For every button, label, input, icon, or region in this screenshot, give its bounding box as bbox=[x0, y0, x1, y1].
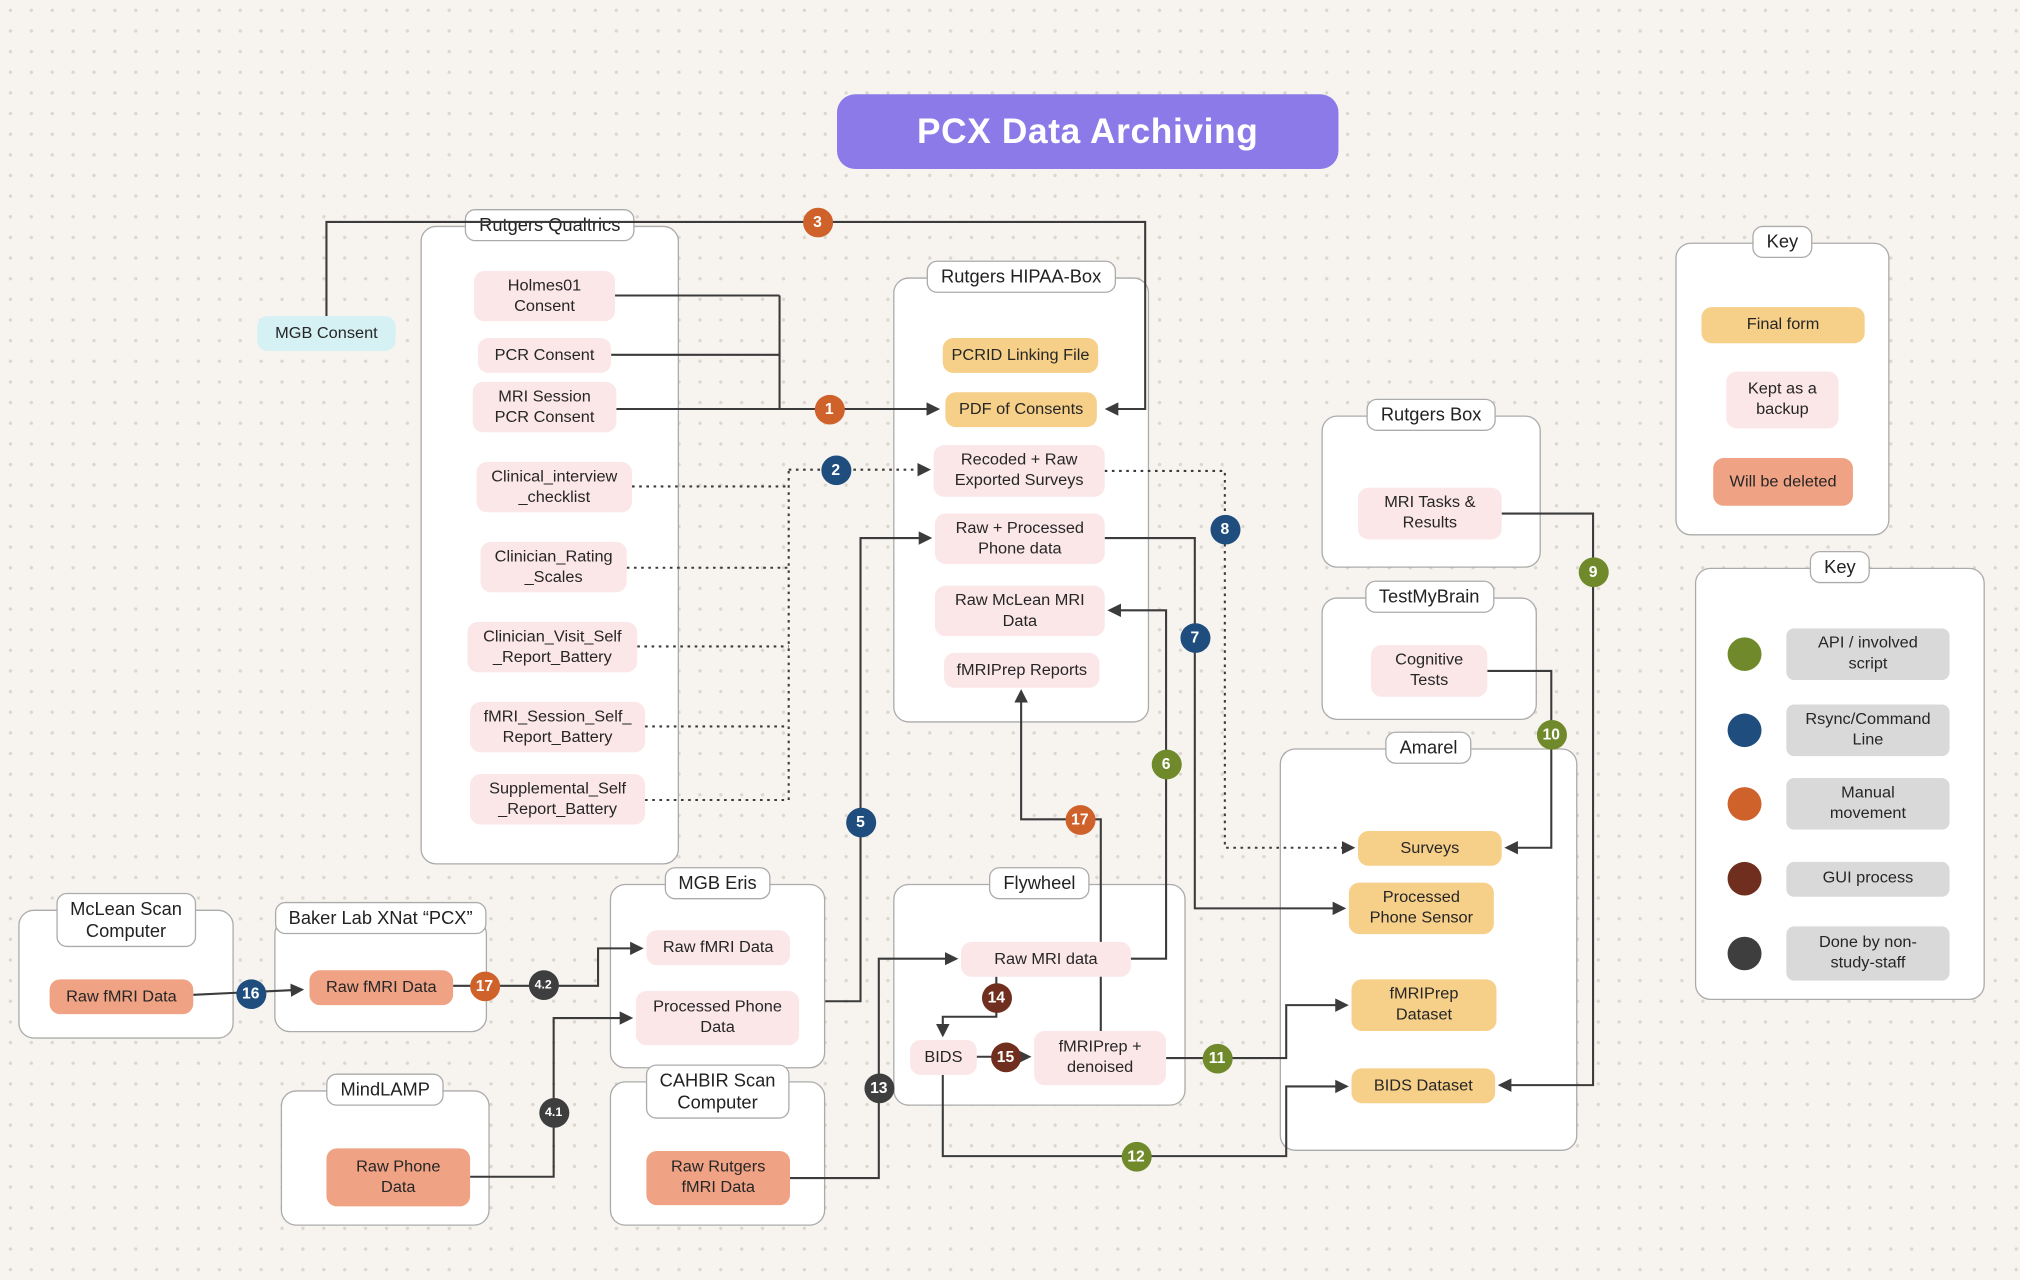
step-circle-s17a: 17 bbox=[469, 970, 500, 1001]
connector-17 bbox=[1487, 669, 1553, 855]
group-label-key-status: Key bbox=[1752, 225, 1813, 258]
node-raw-processed-phone-data: Raw + Processed Phone data bbox=[934, 513, 1105, 564]
connector-18 bbox=[1166, 998, 1349, 1060]
connector-16 bbox=[1497, 512, 1595, 1092]
node-clinician-visit-self-report-battery: Clinician_Visit_Self _Report_Battery bbox=[467, 621, 638, 673]
legend-rsync-command-line: Rsync/Command Line bbox=[1786, 704, 1950, 757]
step-circle-s8: 8 bbox=[1209, 514, 1240, 544]
step-circle-s16: 16 bbox=[235, 978, 266, 1009]
connector-19 bbox=[941, 1074, 1349, 1158]
connector-15 bbox=[1107, 603, 1168, 960]
connector-24 bbox=[453, 941, 644, 987]
node-supplemental-self-report-battery: Supplemental_Self _Report_Battery bbox=[470, 774, 646, 825]
node-flywheel-raw-mri: Raw MRI data bbox=[961, 941, 1131, 977]
step-circle-s11: 11 bbox=[1201, 1043, 1233, 1073]
legend-final-form: Final form bbox=[1701, 307, 1865, 344]
legend-api-involved-script: API / involved script bbox=[1786, 628, 1950, 680]
step-circle-s17b: 17 bbox=[1064, 804, 1095, 835]
node-flywheel-bids: BIDS bbox=[910, 1039, 977, 1075]
node-pdf-of-consents: PDF of Consents bbox=[945, 392, 1097, 428]
step-circle-s12: 12 bbox=[1121, 1141, 1152, 1171]
group-label-testmybrain: TestMyBrain bbox=[1364, 580, 1494, 613]
step-circle-s4-2: 4.2 bbox=[528, 969, 559, 1000]
group-label-cahbir-scan: CAHBIR Scan Computer bbox=[645, 1064, 790, 1119]
node-processed-phone-sensor: Processed Phone Sensor bbox=[1348, 882, 1494, 935]
group-label-key-process: Key bbox=[1809, 550, 1870, 583]
step-circle-s1: 1 bbox=[814, 394, 845, 424]
node-pcrid-linking-file: PCRID Linking File bbox=[942, 338, 1099, 373]
step-circle-s2: 2 bbox=[820, 454, 851, 485]
node-mri-tasks-results: MRI Tasks & Results bbox=[1358, 487, 1502, 540]
connector-0 bbox=[325, 220, 1147, 416]
page-title: PCX Data Archiving bbox=[837, 94, 1339, 170]
node-holmes01-consent: Holmes01 Consent bbox=[474, 270, 616, 322]
node-mgb-consent: MGB Consent bbox=[257, 316, 396, 351]
node-clinician-rating-scales: Clinician_Rating _Scales bbox=[480, 541, 627, 593]
group-label-mindlamp: MindLAMP bbox=[326, 1073, 445, 1106]
group-mclean-scan: McLean Scan Computer bbox=[18, 892, 234, 1039]
step-circle-s7: 7 bbox=[1179, 622, 1210, 653]
node-cahbir-raw-fmri: Raw Rutgers fMRI Data bbox=[646, 1150, 791, 1206]
node-surveys: Surveys bbox=[1358, 830, 1502, 866]
node-baker-raw-fmri: Raw fMRI Data bbox=[309, 970, 454, 1006]
api-involved-script-dot bbox=[1727, 637, 1762, 671]
legend-gui-process: GUI process bbox=[1786, 861, 1950, 897]
legend-manual-movement: Manual movement bbox=[1786, 778, 1950, 830]
step-circle-s14: 14 bbox=[981, 982, 1012, 1013]
node-recoded-raw-exported-surveys: Recoded + Raw Exported Surveys bbox=[933, 445, 1105, 497]
step-circle-s5: 5 bbox=[845, 807, 876, 837]
step-circle-s15: 15 bbox=[990, 1041, 1021, 1072]
node-bids-dataset: BIDS Dataset bbox=[1351, 1068, 1496, 1104]
connector-13 bbox=[1104, 537, 1347, 916]
step-circle-s3: 3 bbox=[802, 207, 833, 237]
step-circle-s9: 9 bbox=[1578, 556, 1609, 587]
manual-movement-dot bbox=[1727, 787, 1762, 821]
node-flywheel-fmriprep-denoised: fMRIPrep + denoised bbox=[1034, 1030, 1167, 1086]
node-fmri-session-self-report-battery: fMRI_Session_Self_ Report_Battery bbox=[470, 701, 646, 753]
done-by-non-study-staff-dot bbox=[1727, 936, 1762, 971]
node-eris-raw-fmri: Raw fMRI Data bbox=[646, 930, 791, 966]
node-cognitive-tests: Cognitive Tests bbox=[1371, 645, 1488, 697]
node-pcr-consent: PCR Consent bbox=[477, 338, 612, 373]
group-label-rutgers-hipaa-box: Rutgers HIPAA-Box bbox=[926, 260, 1116, 293]
node-fmriprep-dataset: fMRIPrep Dataset bbox=[1351, 979, 1497, 1031]
group-testmybrain: TestMyBrain bbox=[1321, 580, 1537, 720]
group-label-rutgers-box: Rutgers Box bbox=[1366, 398, 1496, 431]
legend-will-be-deleted: Will be deleted bbox=[1713, 458, 1853, 506]
connector-26 bbox=[1014, 689, 1102, 1031]
gui-process-dot bbox=[1727, 861, 1762, 896]
node-raw-phone-data: Raw Phone Data bbox=[326, 1148, 471, 1207]
group-label-amarel: Amarel bbox=[1385, 731, 1472, 764]
group-rutgers-qualtrics: Rutgers Qualtrics bbox=[420, 209, 680, 865]
node-mclean-raw-fmri: Raw fMRI Data bbox=[49, 979, 194, 1015]
node-clinical-interview-checklist: Clinical_interview _checklist bbox=[476, 461, 633, 513]
rsync-command-line-dot bbox=[1727, 713, 1762, 748]
connector-12 bbox=[1104, 469, 1356, 855]
group-label-baker-xnat: Baker Lab XNat “PCX” bbox=[274, 901, 487, 934]
node-fmriprep-reports: fMRIPrep Reports bbox=[944, 652, 1100, 688]
group-label-rutgers-qualtrics: Rutgers Qualtrics bbox=[464, 209, 635, 242]
group-label-mgb-eris: MGB Eris bbox=[664, 867, 772, 900]
connector-14 bbox=[825, 531, 933, 1003]
node-raw-mclean-mri-data: Raw McLean MRI Data bbox=[934, 585, 1105, 637]
node-eris-processed-phone: Processed Phone Data bbox=[635, 990, 800, 1046]
step-circle-s4-1: 4.1 bbox=[538, 1097, 569, 1128]
node-mri-session-pcr-consent: MRI Session PCR Consent bbox=[472, 381, 617, 433]
step-circle-s13: 13 bbox=[863, 1072, 894, 1103]
legend-kept-as-backup: Kept as a backup bbox=[1726, 371, 1839, 429]
group-label-flywheel: Flywheel bbox=[988, 867, 1090, 900]
connector-20 bbox=[790, 951, 959, 1180]
legend-done-by-non-study-staff: Done by non- study-staff bbox=[1786, 926, 1950, 981]
step-circle-s10: 10 bbox=[1536, 719, 1567, 750]
group-label-mclean-scan: McLean Scan Computer bbox=[55, 892, 197, 947]
step-circle-s6: 6 bbox=[1151, 749, 1182, 779]
